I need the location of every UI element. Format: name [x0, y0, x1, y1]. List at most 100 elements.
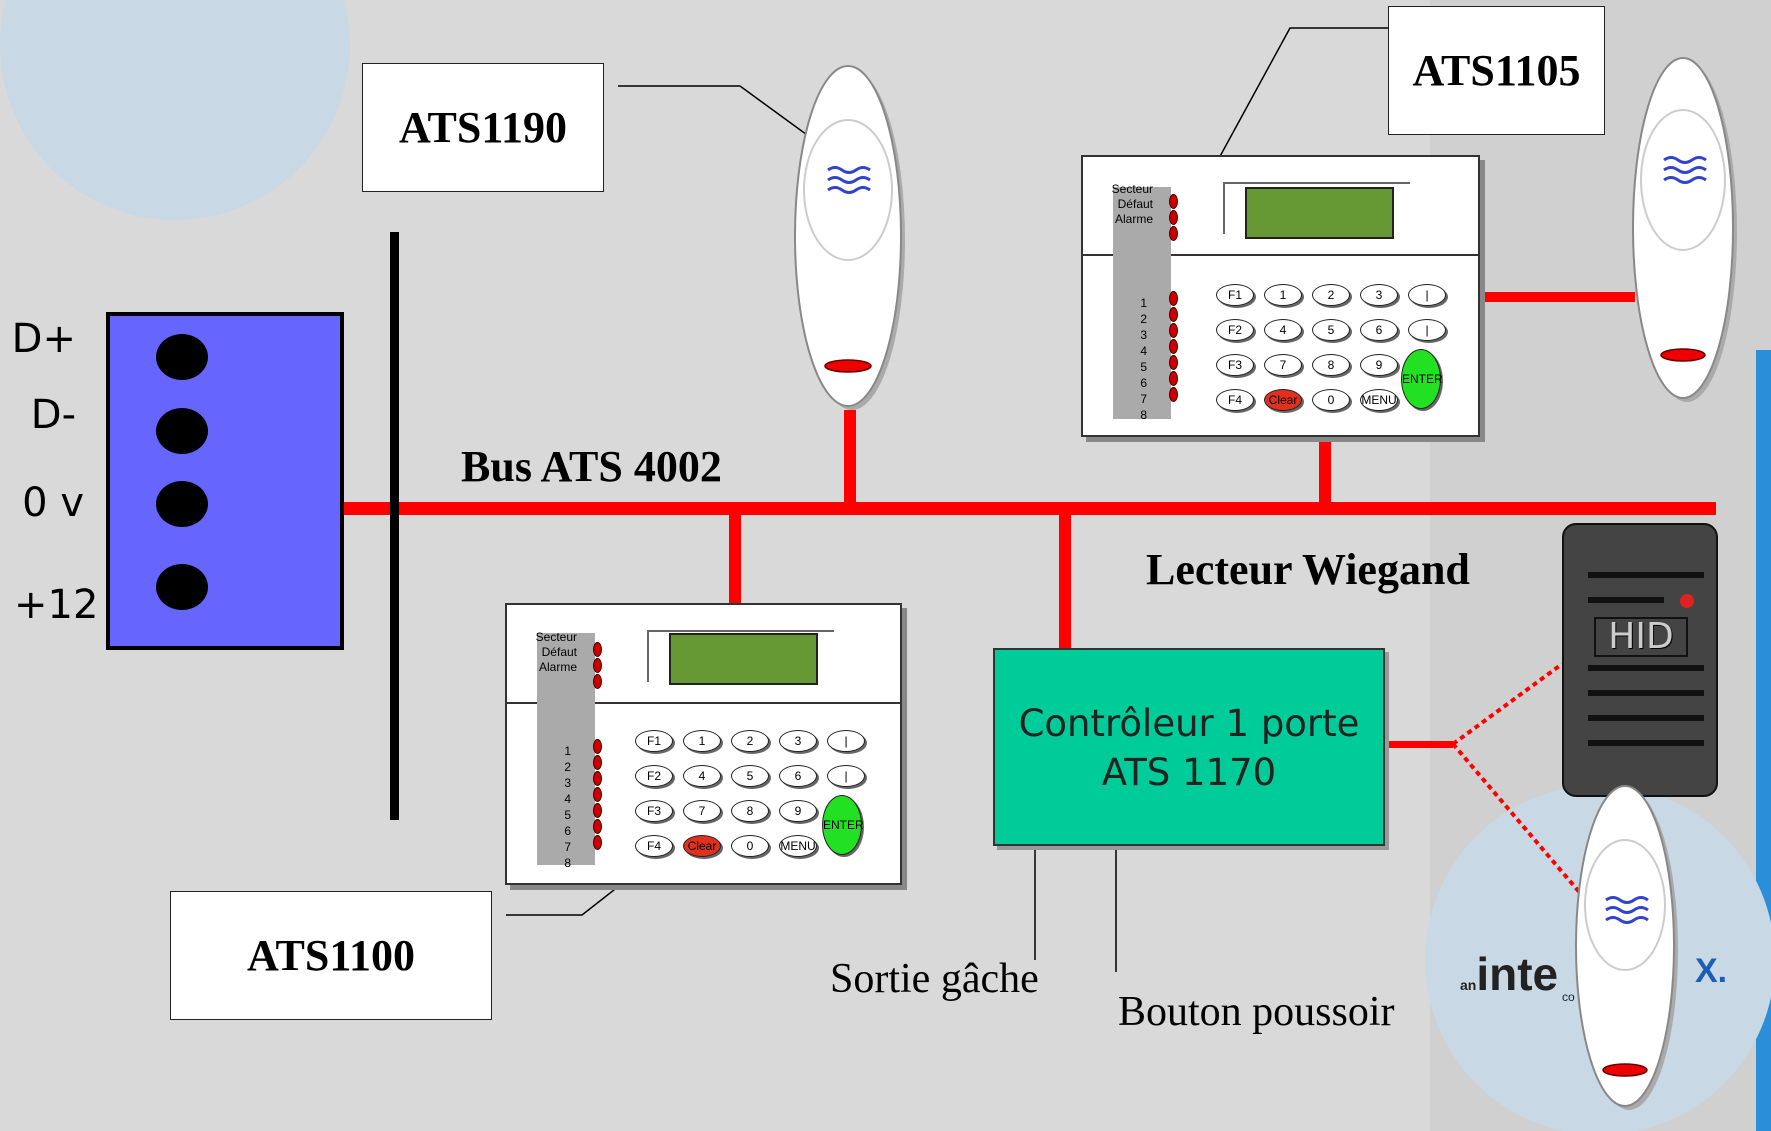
- key-enter[interactable]: ENTER: [1401, 349, 1443, 409]
- key-menu[interactable]: MENU: [1360, 389, 1398, 411]
- key-menu[interactable]: MENU: [779, 835, 817, 857]
- keypad-head: [507, 605, 900, 704]
- zone-numbers: 1 2 3 4 5 6 7 8: [1140, 296, 1147, 422]
- zone-led: [1169, 307, 1178, 322]
- controller-model: ATS 1170: [1101, 751, 1277, 794]
- key-f2[interactable]: F2: [635, 765, 673, 787]
- key-7[interactable]: 7: [683, 800, 721, 822]
- reader-label: Lecteur Wiegand: [1146, 545, 1470, 594]
- hid-card-reader: HID: [1562, 523, 1718, 797]
- key-4[interactable]: 4: [1264, 319, 1302, 341]
- logo-suffix: X.: [1695, 952, 1728, 990]
- key-f3[interactable]: F3: [635, 800, 673, 822]
- detector-led: [824, 359, 872, 373]
- key-6[interactable]: 6: [779, 765, 817, 787]
- led-label-secteur: Secteur: [535, 630, 577, 644]
- status-led: [593, 658, 602, 673]
- terminal-screw-0v: [156, 481, 208, 527]
- ats1190-label: ATS1190: [399, 103, 567, 152]
- key-5[interactable]: 5: [1312, 319, 1350, 341]
- terminal-block: [106, 312, 344, 650]
- key-f4[interactable]: F4: [1216, 389, 1254, 411]
- status-led-panel: [1113, 187, 1171, 419]
- terminal-label-dplus: D+: [11, 316, 76, 362]
- zone-led: [593, 755, 602, 770]
- key-4[interactable]: 4: [683, 765, 721, 787]
- key-down[interactable]: |: [1408, 319, 1446, 341]
- key-6[interactable]: 6: [1360, 319, 1398, 341]
- lcd-display: [669, 633, 818, 685]
- key-enter[interactable]: ENTER: [822, 795, 864, 855]
- keypad-head: [1083, 157, 1478, 256]
- key-2[interactable]: 2: [1312, 284, 1350, 306]
- key-f2[interactable]: F2: [1216, 319, 1254, 341]
- detector-wave-icon: [827, 166, 871, 194]
- logo-prefix: an: [1460, 977, 1477, 993]
- key-f3[interactable]: F3: [1216, 354, 1254, 376]
- ats1105-callout: ATS1105: [1388, 6, 1605, 135]
- status-led: [1169, 194, 1178, 209]
- key-8[interactable]: 8: [1312, 354, 1350, 376]
- key-0[interactable]: 0: [731, 835, 769, 857]
- ats1100-label: ATS1100: [247, 931, 415, 980]
- key-up[interactable]: |: [827, 730, 865, 752]
- zone-led: [593, 819, 602, 834]
- zone-led: [593, 835, 602, 850]
- ats1100-keypad: Secteur Défaut Alarme 1 2 3 4 5 6 7 8 F1…: [505, 603, 902, 885]
- status-led: [1169, 210, 1178, 225]
- zone-numbers: 1 2 3 4 5 6 7 8: [564, 744, 571, 870]
- led-label-alarme: Alarme: [538, 660, 577, 674]
- terminal-label-dminus: D-: [30, 392, 76, 438]
- zone-led: [1169, 387, 1178, 402]
- zone-led: [593, 739, 602, 754]
- zone-led: [1169, 371, 1178, 386]
- key-f1[interactable]: F1: [635, 730, 673, 752]
- key-clear[interactable]: Clear: [1264, 389, 1302, 411]
- motion-detector-bottom: [1575, 785, 1678, 1110]
- key-7[interactable]: 7: [1264, 354, 1302, 376]
- key-clear[interactable]: Clear: [683, 835, 721, 857]
- zone-led: [593, 803, 602, 818]
- key-1[interactable]: 1: [683, 730, 721, 752]
- zone-led: [1169, 323, 1178, 338]
- key-9[interactable]: 9: [1360, 354, 1398, 376]
- key-8[interactable]: 8: [731, 800, 769, 822]
- terminal-screw-12v: [156, 564, 208, 610]
- key-down[interactable]: |: [827, 765, 865, 787]
- status-led-panel: [537, 633, 595, 865]
- key-f1[interactable]: F1: [1216, 284, 1254, 306]
- detector-wave-icon: [1663, 156, 1707, 184]
- led-label-secteur: Secteur: [1111, 182, 1153, 196]
- key-0[interactable]: 0: [1312, 389, 1350, 411]
- key-f4[interactable]: F4: [635, 835, 673, 857]
- led-label-defaut: Défaut: [541, 645, 577, 659]
- key-up[interactable]: |: [1408, 284, 1446, 306]
- hid-logo: HID: [1594, 617, 1688, 657]
- key-1[interactable]: 1: [1264, 284, 1302, 306]
- bus-label: Bus ATS 4002: [461, 442, 722, 491]
- detector-led: [1602, 1063, 1648, 1077]
- zone-led: [1169, 291, 1178, 306]
- key-3[interactable]: 3: [1360, 284, 1398, 306]
- detector-wave-icon: [1605, 896, 1649, 924]
- key-2[interactable]: 2: [731, 730, 769, 752]
- lcd-display: [1245, 187, 1394, 239]
- lcd-frame: [647, 630, 834, 682]
- detector-led: [1660, 348, 1706, 362]
- ats1105-label: ATS1105: [1412, 46, 1581, 95]
- status-led: [593, 674, 602, 689]
- zone-led: [593, 787, 602, 802]
- terminal-screw-dplus: [156, 334, 208, 380]
- key-3[interactable]: 3: [779, 730, 817, 752]
- lcd-frame: [1223, 182, 1410, 234]
- key-9[interactable]: 9: [779, 800, 817, 822]
- ats1105-keypad: Secteur Défaut Alarme 1 2 3 4 5 6 7 8 F1…: [1081, 155, 1480, 437]
- status-led: [1169, 226, 1178, 241]
- logo-text: inte: [1476, 948, 1559, 1000]
- terminal-screw-dminus: [156, 408, 208, 454]
- push-button-label: Bouton poussoir: [1118, 989, 1395, 1035]
- key-5[interactable]: 5: [731, 765, 769, 787]
